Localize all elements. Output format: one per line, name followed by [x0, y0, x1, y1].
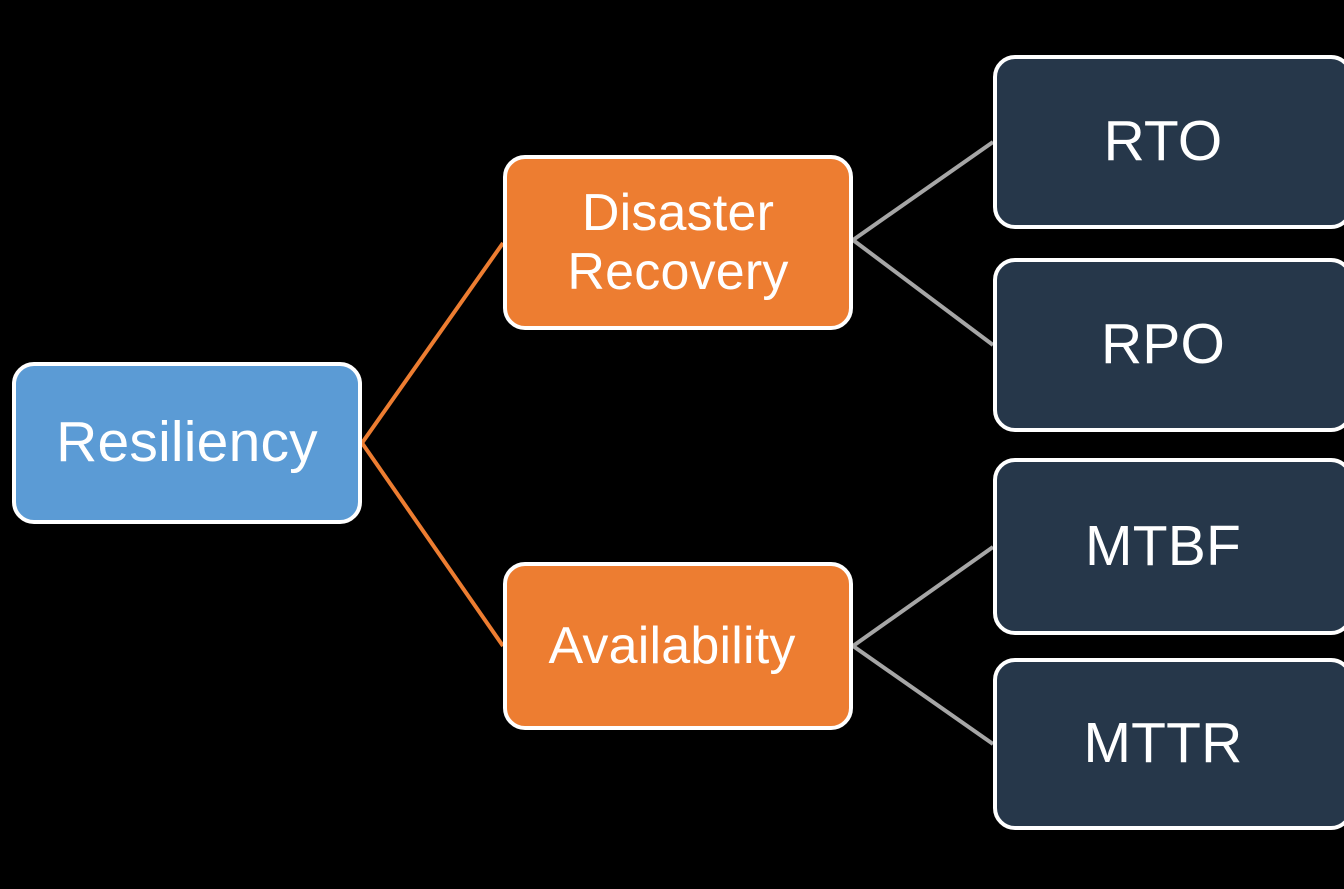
node-rto[interactable]: RTO: [993, 55, 1344, 229]
edge-disaster-recovery-to-rto: [851, 140, 995, 242]
node-mttr-label: MTTR: [1083, 711, 1243, 776]
edge-availability-to-mtbf: [851, 545, 995, 648]
node-rto-label: RTO: [1103, 109, 1223, 174]
edge-availability-to-mttr: [851, 644, 995, 746]
node-disaster-recovery[interactable]: Disaster Recovery: [503, 155, 853, 330]
node-rpo-label: RPO: [1100, 312, 1226, 377]
node-mttr[interactable]: MTTR: [993, 658, 1344, 830]
node-mtbf[interactable]: MTBF: [993, 458, 1344, 635]
node-resiliency[interactable]: Resiliency: [12, 362, 362, 524]
edge-resiliency-to-disaster-recovery: [360, 241, 505, 445]
node-availability[interactable]: Availability: [503, 562, 853, 730]
edge-disaster-recovery-to-rpo: [851, 238, 995, 347]
node-resiliency-label: Resiliency: [56, 410, 318, 475]
node-mtbf-label: MTBF: [1085, 513, 1241, 578]
edge-resiliency-to-availability: [360, 441, 505, 648]
node-availability-label: Availability: [548, 616, 796, 675]
node-rpo[interactable]: RPO: [993, 258, 1344, 432]
node-disaster-recovery-label: Disaster Recovery: [567, 184, 789, 301]
